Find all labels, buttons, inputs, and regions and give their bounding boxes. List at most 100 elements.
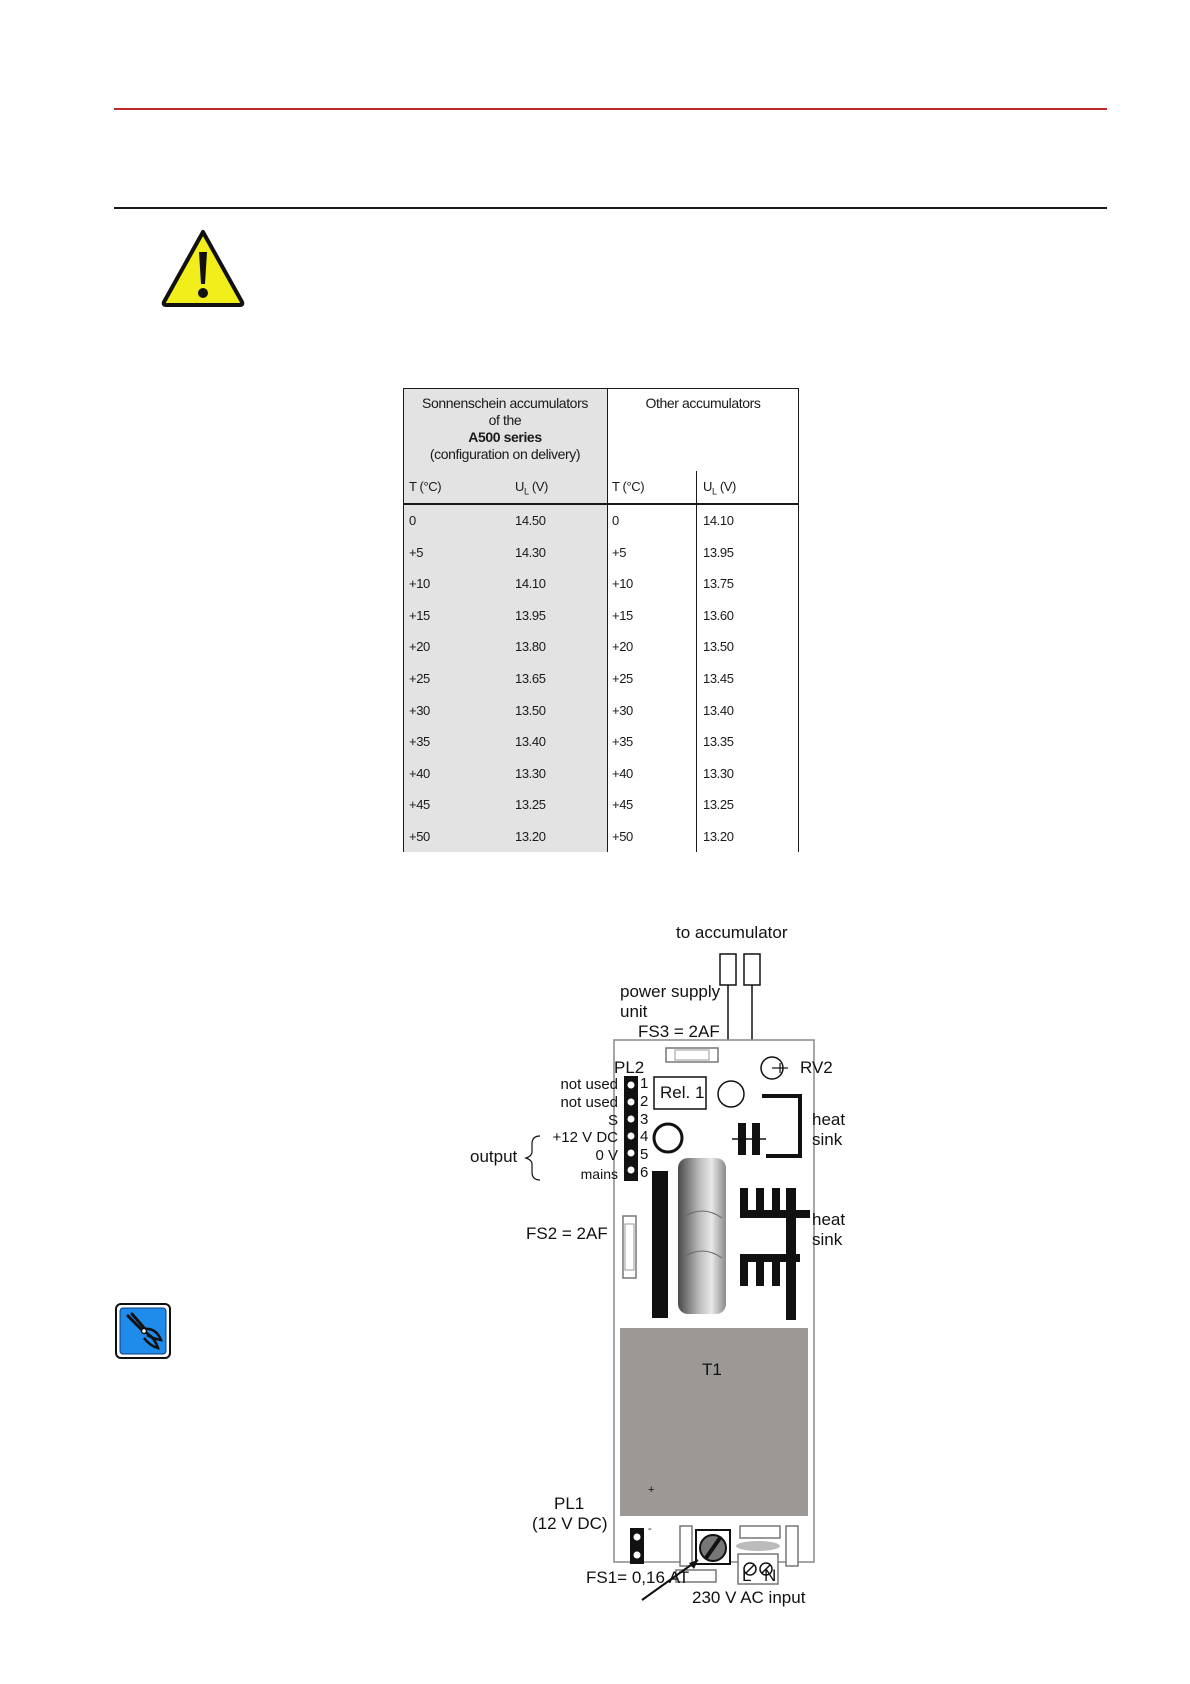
table-cell-voltage-sonnenschein: 13.95 bbox=[515, 607, 546, 623]
connector-pl1 bbox=[630, 1528, 644, 1564]
table-cell-temp-other: +50 bbox=[612, 829, 633, 844]
label-pin-4: +12 V DC bbox=[552, 1129, 618, 1146]
warning-icon bbox=[160, 228, 246, 308]
table-cell-temp-other: +30 bbox=[612, 702, 633, 718]
table-cell-voltage-sonnenschein: 14.30 bbox=[515, 544, 546, 560]
label-pl2: PL2 bbox=[614, 1058, 645, 1077]
heat-sink-1 bbox=[762, 1094, 802, 1158]
table-cell-temp-other: +25 bbox=[612, 671, 633, 686]
header-rule-red bbox=[114, 108, 1107, 110]
table-border-top bbox=[403, 388, 799, 389]
table-cell-voltage-other: 13.30 bbox=[703, 765, 734, 781]
charge-voltage-table: Sonnenschein accumulators of the A500 se… bbox=[403, 388, 799, 852]
col-header-voltage-2: UL (V) bbox=[703, 479, 736, 497]
table-cell-temp-other: +5 bbox=[612, 544, 627, 560]
table-divider-middle bbox=[607, 388, 608, 852]
label-fs2: FS2 = 2AF bbox=[526, 1224, 608, 1243]
table-cell-voltage-sonnenschein: 13.65 bbox=[515, 671, 546, 686]
wiring-diagram-graphics bbox=[524, 953, 815, 1601]
label-heat-sink-1a: heat bbox=[812, 1110, 846, 1129]
label-rel1: Rel. 1 bbox=[660, 1083, 705, 1102]
table-cell-temp-sonnenschein: +10 bbox=[409, 576, 430, 592]
table-cell-temp-other: +35 bbox=[612, 734, 633, 750]
label-rv2: RV2 bbox=[800, 1058, 833, 1077]
header-rule-black bbox=[114, 207, 1107, 209]
table-cell-voltage-sonnenschein: 13.50 bbox=[515, 702, 546, 718]
table-cell-voltage-other: 13.20 bbox=[703, 829, 734, 844]
capacitor bbox=[678, 1158, 726, 1314]
label-ac-input: 230 V AC input bbox=[692, 1588, 806, 1607]
label-pin-1: not used bbox=[560, 1076, 618, 1093]
relay-rel1 bbox=[653, 1076, 707, 1110]
table-cell-voltage-sonnenschein: 13.40 bbox=[515, 734, 546, 750]
table-cell-temp-other: +20 bbox=[612, 639, 633, 655]
table-cell-voltage-other: 13.45 bbox=[703, 671, 734, 686]
label-pl1-voltage: (12 V DC) bbox=[532, 1514, 608, 1533]
table-cell-voltage-sonnenschein: 13.30 bbox=[515, 765, 546, 781]
pin-number-4: 4 bbox=[640, 1128, 649, 1145]
table-cell-temp-sonnenschein: +25 bbox=[409, 671, 430, 686]
table-cell-voltage-sonnenschein: 13.25 bbox=[515, 797, 546, 813]
table-cell-temp-sonnenschein: +15 bbox=[409, 607, 430, 623]
col-header-temp-2: T (°C) bbox=[612, 479, 645, 494]
table-cell-temp-other: +10 bbox=[612, 576, 633, 592]
col-header-voltage-1: UL (V) bbox=[515, 479, 548, 497]
table-cell-temp-sonnenschein: +30 bbox=[409, 702, 430, 718]
output-brace bbox=[524, 1135, 541, 1181]
table-cell-voltage-other: 13.35 bbox=[703, 734, 734, 750]
label-heat-sink-1b: sink bbox=[812, 1130, 843, 1149]
wiring-diagram: to accumulator power supply unit FS3 = 2… bbox=[470, 918, 870, 1608]
table-border-right bbox=[798, 388, 799, 852]
table-cell-temp-other: 0 bbox=[612, 513, 619, 528]
pin-number-3: 3 bbox=[640, 1111, 649, 1128]
label-fs3: FS3 = 2AF bbox=[638, 1022, 720, 1041]
heat-sink-2 bbox=[740, 1188, 810, 1320]
table-cell-voltage-other: 13.40 bbox=[703, 702, 734, 718]
table-cell-voltage-other: 13.75 bbox=[703, 576, 734, 592]
table-cell-temp-other: +15 bbox=[612, 607, 633, 623]
label-heat-sink-2a: heat bbox=[812, 1210, 846, 1229]
table-cell-temp-sonnenschein: +5 bbox=[409, 544, 424, 560]
table-cell-temp-sonnenschein: +40 bbox=[409, 765, 430, 781]
table-cell-temp-sonnenschein: +50 bbox=[409, 829, 430, 844]
table-cell-temp-other: +40 bbox=[612, 765, 633, 781]
label-to-accumulator: to accumulator bbox=[676, 923, 788, 942]
table-shade-sonnenschein bbox=[403, 388, 607, 852]
table-cell-temp-sonnenschein: +20 bbox=[409, 639, 430, 655]
table-header-rule bbox=[403, 503, 799, 505]
label-pin-6: mains bbox=[580, 1166, 618, 1182]
label-pin-2: not used bbox=[560, 1094, 618, 1111]
pin-number-5: 5 bbox=[640, 1146, 649, 1163]
table-cell-voltage-sonnenschein: 14.10 bbox=[515, 576, 546, 592]
table-cell-voltage-other: 13.95 bbox=[703, 544, 734, 560]
label-heat-sink-2b: sink bbox=[812, 1230, 843, 1249]
table-border-left bbox=[403, 388, 404, 852]
label-pin-5: 0 V bbox=[595, 1147, 618, 1164]
table-cell-temp-other: +45 bbox=[612, 797, 633, 813]
col-header-temp-1: T (°C) bbox=[409, 479, 442, 494]
transformer-t1 bbox=[620, 1328, 808, 1516]
table-cell-temp-sonnenschein: +45 bbox=[409, 797, 430, 813]
label-power-supply: power supply bbox=[620, 982, 721, 1001]
label-l: L bbox=[742, 1566, 752, 1585]
table-cell-temp-sonnenschein: 0 bbox=[409, 513, 416, 528]
label-fs1: FS1= 0,16 AT bbox=[586, 1568, 690, 1587]
group-header-other: Other accumulators bbox=[645, 395, 761, 411]
accumulator-terminal-2 bbox=[743, 953, 761, 986]
table-cell-voltage-other: 14.10 bbox=[703, 513, 734, 528]
label-output: output bbox=[470, 1147, 518, 1166]
table-cell-voltage-other: 13.60 bbox=[703, 607, 734, 623]
table-cell-voltage-other: 13.25 bbox=[703, 797, 734, 813]
label-pin-3: S bbox=[607, 1112, 618, 1129]
table-cell-voltage-sonnenschein: 13.80 bbox=[515, 639, 546, 655]
label-t1: T1 bbox=[702, 1360, 722, 1379]
table-cell-temp-sonnenschein: +35 bbox=[409, 734, 430, 750]
accumulator-terminal-1 bbox=[719, 953, 737, 986]
group-header-sonnenschein: Sonnenschein accumulators of the A500 se… bbox=[422, 395, 588, 462]
connector-pl2 bbox=[624, 1076, 638, 1181]
pin-number-2: 2 bbox=[640, 1093, 649, 1110]
table-cell-voltage-sonnenschein: 14.50 bbox=[515, 513, 546, 528]
table-cell-voltage-sonnenschein: 13.20 bbox=[515, 829, 546, 844]
label-n: N bbox=[764, 1566, 777, 1585]
pin-number-6: 6 bbox=[640, 1164, 649, 1181]
